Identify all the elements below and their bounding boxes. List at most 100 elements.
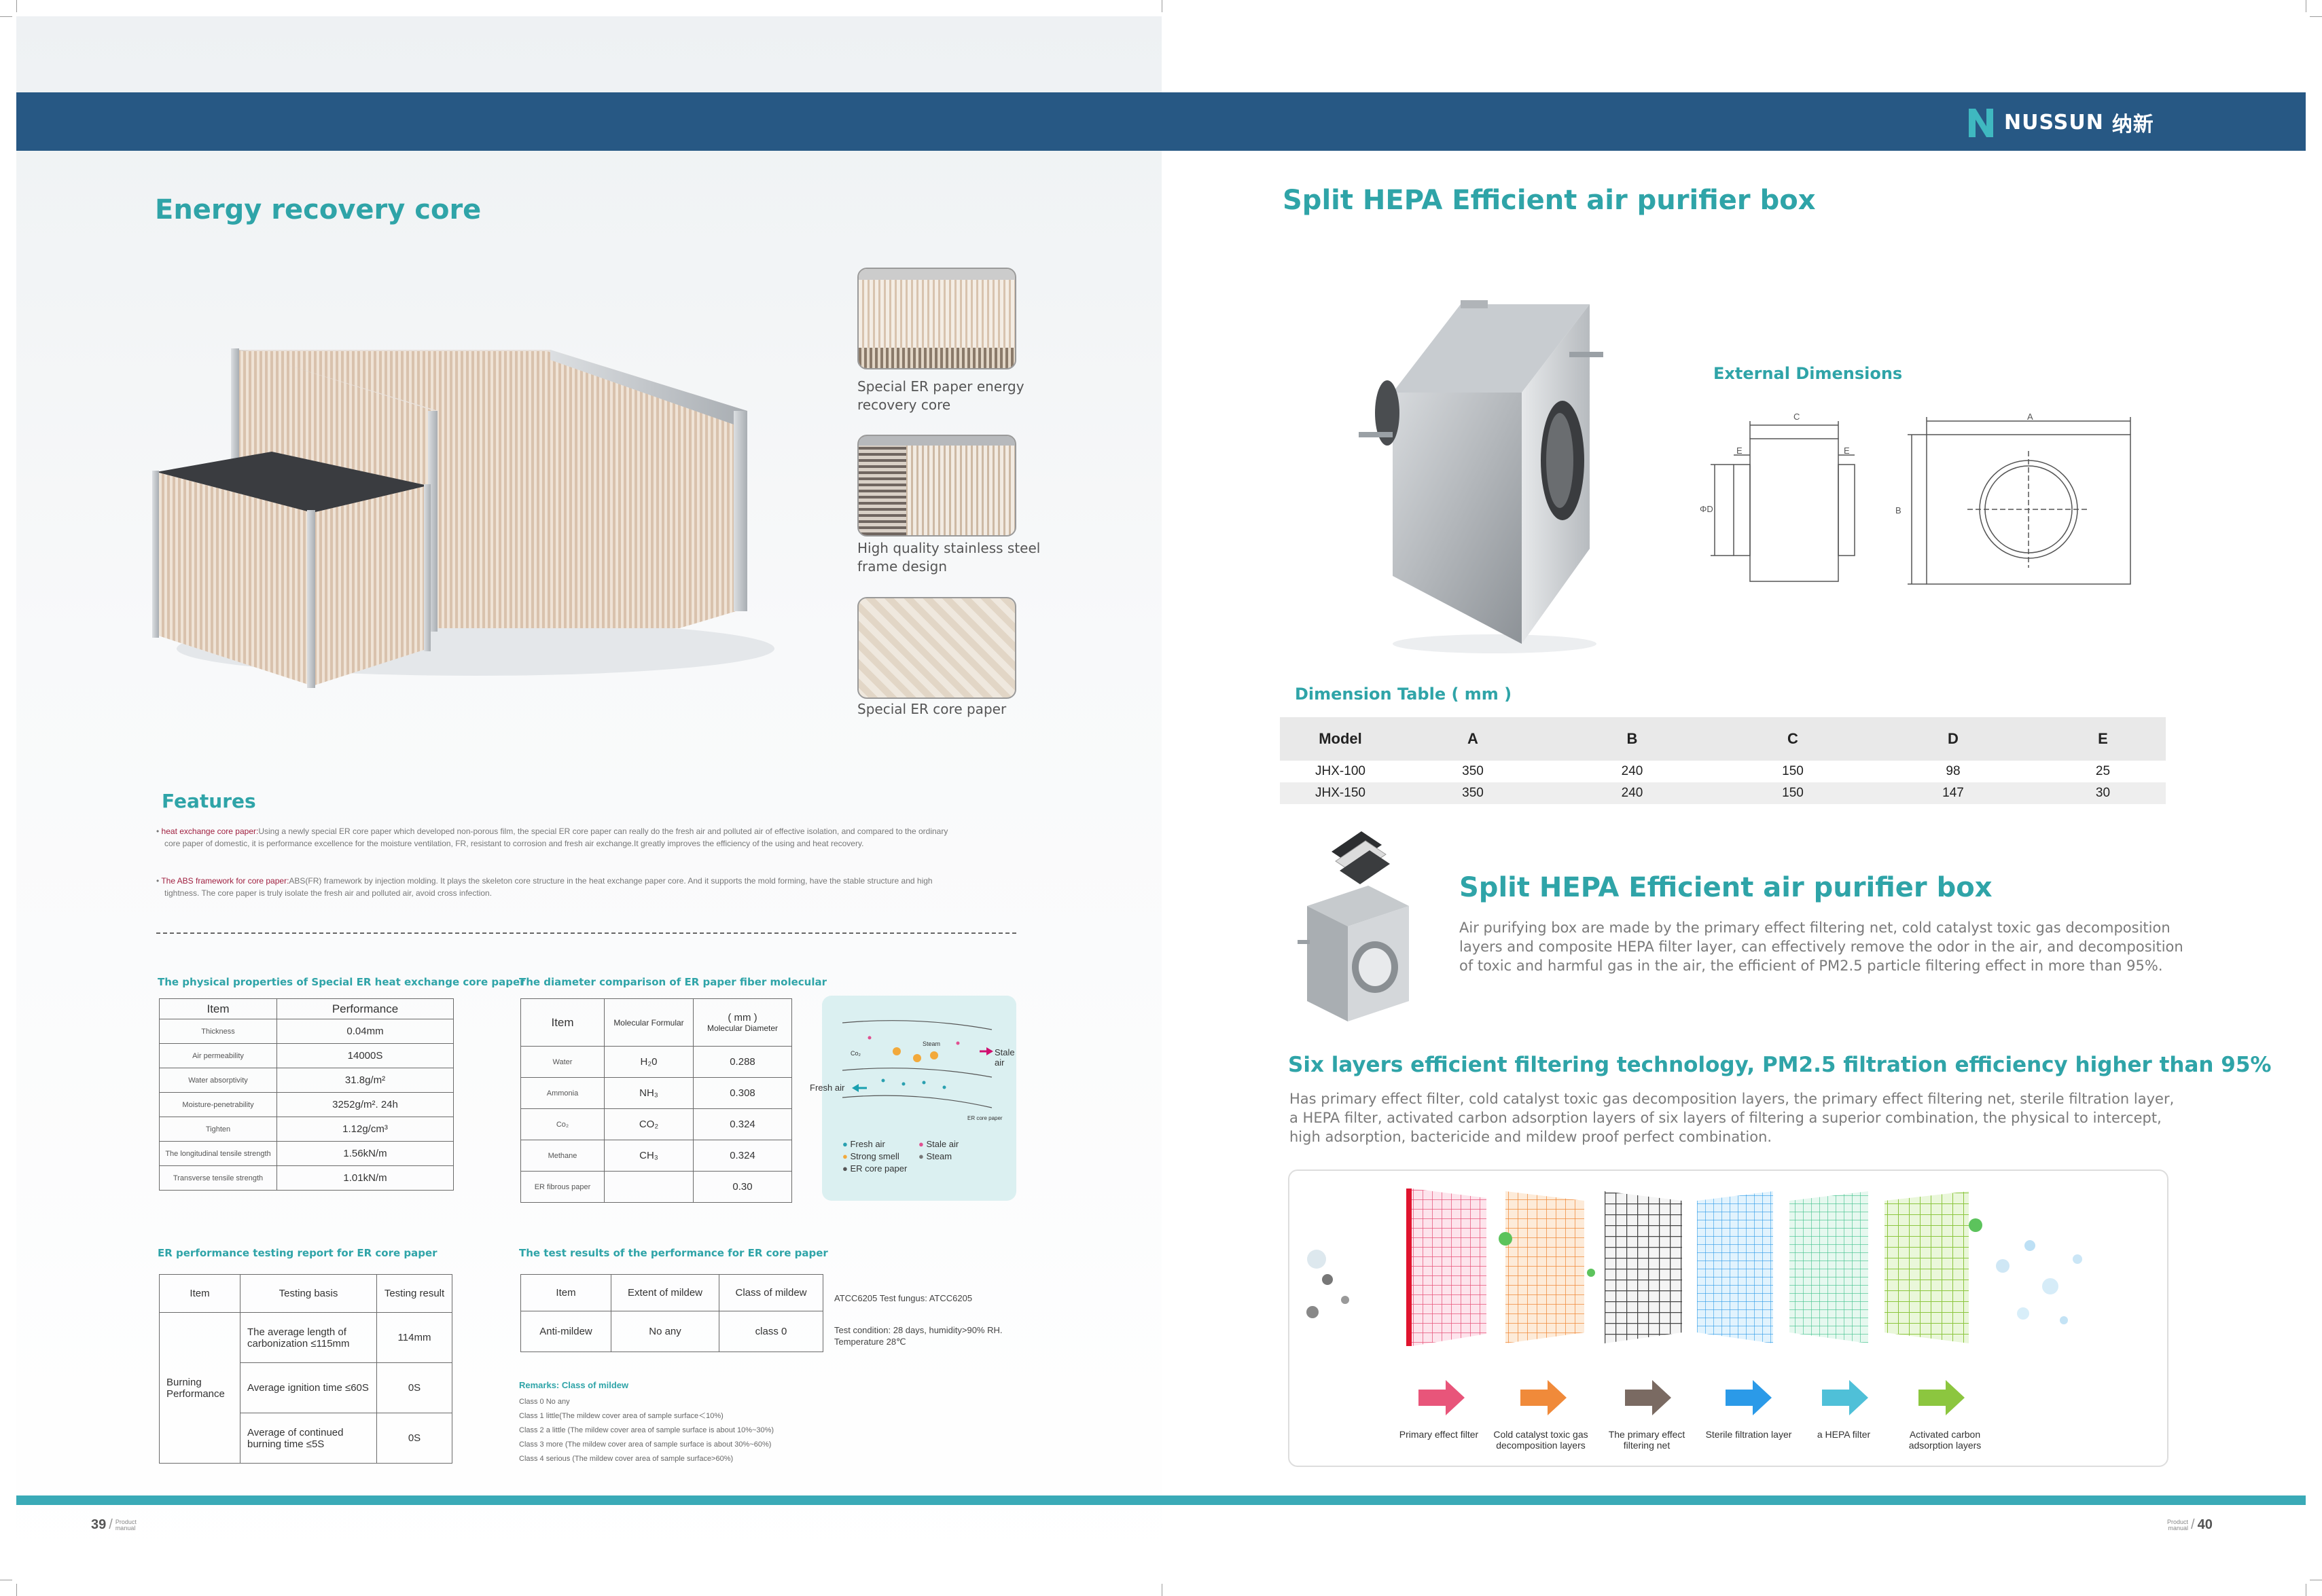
mildew-table: Item Extent of mildew Class of mildew An… — [520, 1274, 823, 1352]
filter-arrows — [1418, 1380, 1965, 1415]
page-title: Energy recovery core — [155, 194, 482, 225]
section2-title: Split HEPA Efficient air purifier box — [1459, 872, 1993, 903]
six-layers-title: Six layers efficient filtering technolog… — [1288, 1053, 2272, 1077]
thumbnail-caption: High quality stainless steel frame desig… — [857, 540, 1041, 575]
nussun-logo-icon — [1969, 109, 1993, 137]
dimension-drawing — [1711, 417, 2131, 585]
table-header: Performance — [276, 998, 454, 1019]
remarks-list: Class 0 No any Class 1 little(The mildew… — [519, 1398, 774, 1463]
dimension-table-title: Dimension Table ( mm ) — [1295, 685, 1512, 704]
diagram-label: Co₂ — [851, 1050, 861, 1057]
table-header: Testing basis — [240, 1274, 377, 1313]
crop-mark — [0, 16, 12, 17]
thumbnail-caption: Special ER paper energy recovery core — [857, 378, 1024, 413]
crop-mark — [16, 0, 17, 12]
diagram-label: ER core paper — [967, 1115, 1003, 1121]
energy-recovery-core-image — [152, 348, 774, 688]
page-title: Split HEPA Efficient air purifier box — [1283, 185, 1816, 216]
purifier-exploded-image — [1298, 831, 1409, 1021]
purifier-box-image — [1359, 300, 1603, 653]
diagram-legend: ● Fresh air ● Strong smell ● ER core pap… — [842, 1139, 908, 1174]
mildew-note: ATCC6205 Test fungus: ATCC6205 — [834, 1293, 973, 1303]
crop-mark — [16, 1584, 17, 1596]
diagram-graphic — [842, 1020, 993, 1108]
diameter-table: Item Molecular Formular ( mm )Molecular … — [520, 998, 792, 1203]
feature-item: • heat exchange core paper:Using a newly… — [156, 827, 948, 848]
filter-arrow-icon — [1726, 1380, 1772, 1415]
table-header: B — [1545, 717, 1719, 761]
diagram-label: Fresh air — [810, 1083, 845, 1093]
table-header: Model — [1280, 717, 1401, 761]
er-report-table: Item Testing basis Testing result Burnin… — [159, 1274, 452, 1464]
divider — [156, 932, 1016, 934]
table-header: E — [2040, 717, 2166, 761]
filter-arrow-icon — [1625, 1380, 1671, 1415]
filter-label: Sterile filtration layer — [1705, 1429, 1792, 1440]
dimension-label: E — [1736, 446, 1743, 456]
table-header: A — [1401, 717, 1545, 761]
footer-bar — [16, 1495, 2306, 1505]
physical-table-title: The physical properties of Special ER he… — [158, 976, 525, 988]
filter-arrow-icon — [1918, 1380, 1965, 1415]
table-header: Molecular Formular — [604, 998, 694, 1047]
table-header: Class of mildew — [719, 1274, 823, 1311]
filter-arrow-icon — [1418, 1380, 1465, 1415]
six-layer-filter-diagram: Primary effect filter Cold catalyst toxi… — [1288, 1169, 2168, 1467]
filter-arrow-icon — [1822, 1380, 1868, 1415]
table-row: Burning Performance The average length o… — [159, 1312, 452, 1464]
table-header: Testing result — [376, 1274, 452, 1313]
section2-body: Air purifying box are made by the primar… — [1459, 920, 2183, 974]
brand-name: NUSSUN — [2004, 110, 2104, 134]
er-report-title: ER performance testing report for ER cor… — [158, 1247, 437, 1259]
mildew-note: Test condition: 28 days, humidity>90% RH… — [834, 1325, 1003, 1347]
diameter-table-title: The diameter comparison of ER paper fibe… — [519, 976, 827, 988]
table-header: Item — [159, 1274, 240, 1313]
brand-logo: NUSSUN 纳新 — [1966, 103, 2154, 141]
dimension-label: A — [2027, 412, 2033, 422]
thumbnail-caption: Special ER core paper — [857, 701, 1007, 717]
thumbnail-er-paper-core — [857, 268, 1016, 369]
diagram-label: Steam — [923, 1040, 941, 1047]
external-dimensions-title: External Dimensions — [1713, 364, 1903, 383]
table-header: D — [1866, 717, 2040, 761]
thumbnail-er-core-paper — [857, 597, 1016, 699]
dimension-label: B — [1895, 505, 1901, 515]
table-header: C — [1719, 717, 1866, 761]
mildew-table-title: The test results of the performance for … — [519, 1247, 828, 1259]
table-header: Extent of mildew — [611, 1274, 719, 1311]
crop-mark — [2310, 16, 2322, 17]
filter-arrow-icon — [1520, 1380, 1567, 1415]
table-header: Item — [520, 1274, 611, 1311]
filter-label: Primary effect filter — [1399, 1429, 1479, 1440]
dimension-label: E — [1844, 446, 1850, 456]
table-header: Item — [159, 998, 277, 1019]
thumbnail-steel-frame — [857, 435, 1016, 537]
feature-item: • The ABS framework for core paper:ABS(F… — [156, 876, 933, 898]
header-bar — [16, 92, 2306, 151]
features-title: Features — [162, 790, 256, 812]
diagram-label: Stale air — [995, 1047, 1015, 1068]
